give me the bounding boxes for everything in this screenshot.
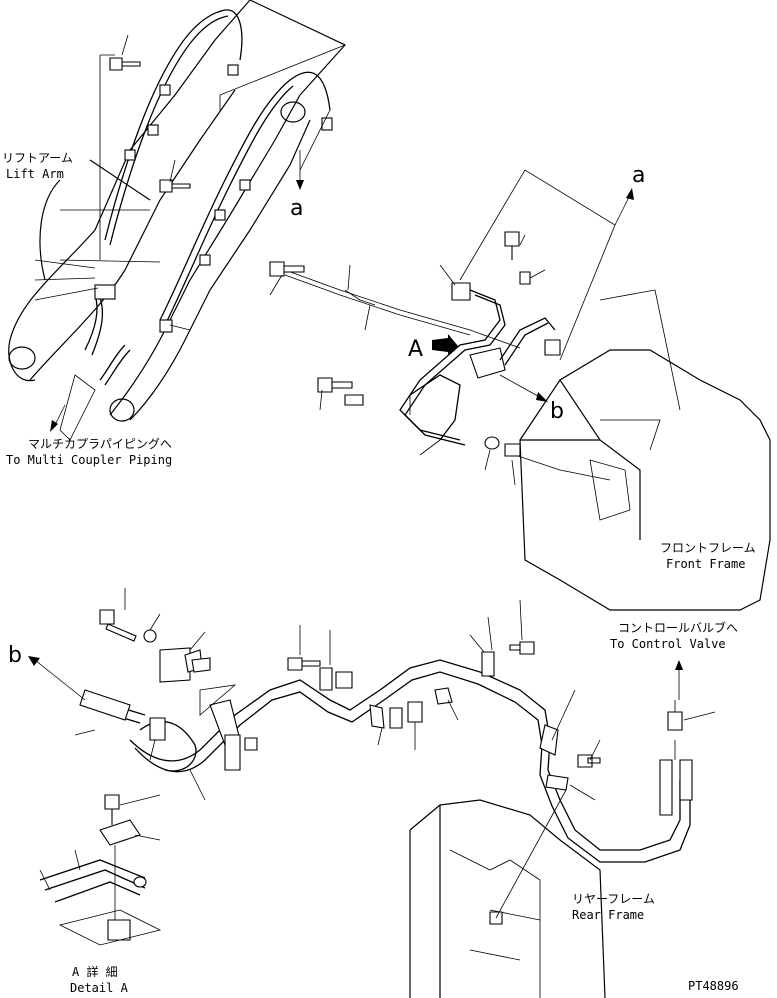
multi-coupler-label-jp: マルチカプラパイピングへ: [28, 437, 172, 451]
ref-a-right: a: [632, 163, 645, 188]
detail-a-label-jp: A 詳 細: [72, 964, 118, 979]
control-valve-label-jp: コントロールバルブへ: [618, 620, 738, 635]
lift-arm-label-en: Lift Arm: [6, 167, 64, 181]
ref-a-top: a: [290, 196, 303, 221]
lift-arm-label-jp: リフトアーム: [2, 151, 73, 165]
ref-b-left: b: [8, 643, 22, 668]
detail-a-label-en: Detail A: [70, 981, 129, 995]
front-frame-label-en: Front Frame: [666, 557, 745, 571]
lift-arm-assembly: [8, 0, 346, 441]
rear-frame-label-jp: リヤーフレーム: [572, 892, 655, 906]
detail-a-view: [39, 794, 162, 946]
drawing-number: PT48896: [688, 979, 739, 993]
ref-b-right: b: [550, 399, 564, 424]
front-frame-label-jp: フロントフレーム: [660, 541, 756, 555]
rear-piping-assembly: [28, 588, 716, 998]
control-valve-label-en: To Control Valve: [610, 637, 726, 651]
multi-coupler-label-en: To Multi Coupler Piping: [6, 453, 172, 467]
view-a-label: A: [408, 337, 423, 362]
rear-frame-label-en: Rear Frame: [572, 908, 644, 922]
front-frame-assembly: [269, 169, 771, 611]
